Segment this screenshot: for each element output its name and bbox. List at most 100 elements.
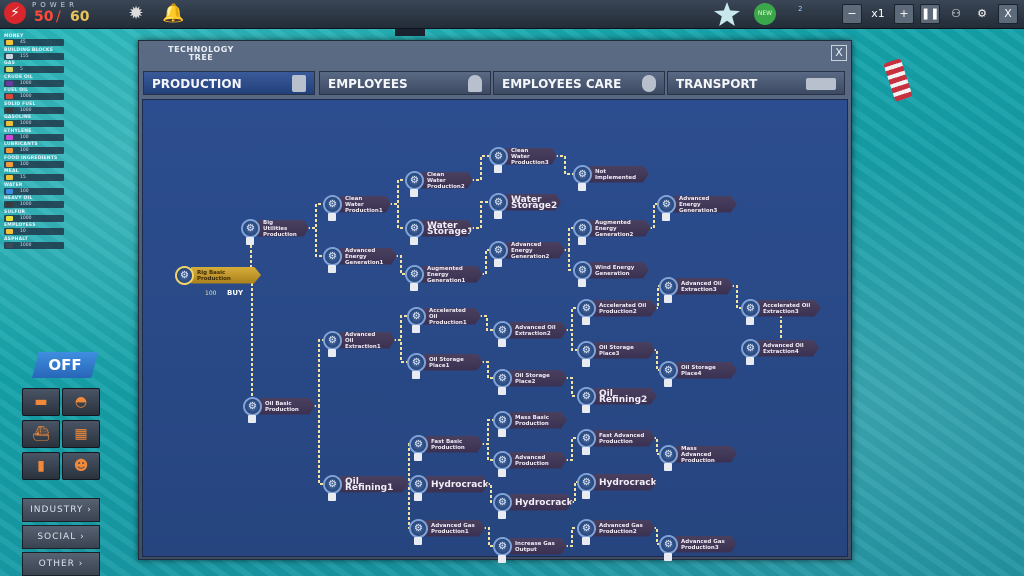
lock-icon: [498, 387, 506, 395]
lock-icon: [664, 463, 672, 471]
tech-node-adv-oil3[interactable]: ⚙Advanced Oil Extraction3: [659, 276, 733, 303]
tech-node-mass-basic[interactable]: ⚙Mass Basic Production: [493, 410, 567, 437]
tech-node-oil-refining1[interactable]: ⚙Oil Refining1: [323, 474, 409, 501]
buy-button[interactable]: BUY: [227, 289, 244, 297]
tab-production[interactable]: PRODUCTION: [143, 71, 315, 95]
lock-icon: [414, 493, 422, 501]
resource-bar: 1000: [4, 120, 64, 127]
tech-node-adv-prod[interactable]: ⚙Advanced Production: [493, 450, 567, 477]
tech-node-clean-water1[interactable]: ⚙Clean Water Production1: [323, 194, 391, 221]
lock-icon: [328, 349, 336, 357]
tech-link: [481, 249, 491, 275]
tech-node-clean-water2[interactable]: ⚙Clean Water Production2: [405, 170, 473, 197]
tech-node-adv-gas2[interactable]: ⚙Advanced Gas Production2: [577, 518, 655, 545]
tech-node-adv-energy1[interactable]: ⚙Advanced Energy Generation1: [323, 246, 397, 273]
tech-node-oil-basic[interactable]: ⚙Oil Basic Production: [243, 396, 315, 423]
tech-node-label: Oil Basic Production: [259, 397, 315, 415]
resource-bar: 1000: [4, 241, 64, 249]
window-close-button[interactable]: X: [831, 45, 847, 61]
tech-node-adv-gas1[interactable]: ⚙Advanced Gas Production1: [409, 518, 485, 545]
tech-gear-icon: ⚙: [323, 474, 342, 494]
tech-node-not-impl[interactable]: ⚙Not Implemented: [573, 164, 649, 191]
exit-button[interactable]: X: [998, 4, 1018, 24]
tech-node-wind-energy[interactable]: ⚙Wind Energy Generation: [573, 260, 649, 287]
tech-node-oil-storage2[interactable]: ⚙Oil Storage Place2: [493, 368, 567, 395]
tech-node-big-utilities[interactable]: ⚙Big Utilities Production: [241, 218, 309, 245]
tech-node-label: Advanced Energy Generation1: [339, 247, 397, 265]
tech-node-hydrocracking3[interactable]: ⚙Hydrocracking3: [577, 472, 657, 499]
tech-node-adv-oil1[interactable]: ⚙Advanced Oil Extraction1: [323, 330, 395, 357]
build-ship-button[interactable]: ⛴: [22, 420, 60, 448]
speed-decrease-button[interactable]: −: [842, 4, 862, 24]
tech-node-fast-adv[interactable]: ⚙Fast Advanced Production: [577, 428, 655, 455]
tech-link: [555, 155, 575, 175]
lock-icon: [578, 183, 586, 191]
tech-node-clean-water3[interactable]: ⚙Clean Water Production3: [489, 146, 557, 173]
lock-icon: [578, 279, 586, 287]
tech-link: [565, 377, 579, 397]
tech-gear-icon: ⚙: [493, 368, 512, 388]
tech-node-oil-storage3[interactable]: ⚙Oil Storage Place3: [577, 340, 655, 367]
tech-node-adv-oil2[interactable]: ⚙Advanced Oil Extraction2: [493, 320, 567, 347]
tech-node-oil-storage1[interactable]: ⚙Oil Storage Place1: [407, 352, 483, 379]
settings-icon[interactable]: ⚙: [977, 7, 987, 20]
lock-icon: [410, 283, 418, 291]
pause-button[interactable]: ❚❚: [920, 4, 940, 24]
notification-bell-icon[interactable]: 🔔: [162, 3, 185, 24]
tech-node-increase-gas[interactable]: ⚙Increase Gas Output: [493, 536, 567, 563]
tech-node-acc-oil2[interactable]: ⚙Accelerated Oil Production2: [577, 298, 657, 325]
tech-node-mass-adv[interactable]: ⚙Mass Advanced Production: [659, 444, 737, 471]
nav-other-button[interactable]: OTHER ›: [22, 552, 100, 576]
tech-node-adv-energy2[interactable]: ⚙Advanced Energy Generation2: [489, 240, 565, 267]
people-icon[interactable]: ⚇: [951, 7, 961, 20]
resource-value: 100: [20, 188, 29, 194]
tab-employees-care[interactable]: EMPLOYEES CARE: [493, 71, 665, 95]
tech-node-hydrocracking2[interactable]: ⚙Hydrocracking2: [493, 492, 573, 519]
tech-node-hydrocracking1[interactable]: ⚙Hydrocracking1: [409, 474, 489, 501]
tech-node-aug-energy2[interactable]: ⚙Augmented Energy Generation2: [573, 218, 651, 245]
tech-node-water-storage2[interactable]: ⚙Water Storage2: [489, 192, 561, 219]
speed-increase-button[interactable]: +: [894, 4, 914, 24]
tech-node-rig-basic-production[interactable]: ⚙ Rig Basic Production: [175, 265, 261, 285]
tab-label: EMPLOYEES: [328, 77, 408, 91]
tech-node-label: Advanced Gas Production3: [675, 535, 737, 553]
resource-value: 1000: [20, 215, 32, 221]
tech-node-oil-refining2[interactable]: ⚙Oil Refining2: [577, 386, 657, 413]
tech-gear-icon: ⚙: [409, 434, 428, 454]
tech-node-oil-storage4[interactable]: ⚙Oil Storage Place4: [659, 360, 737, 387]
tab-employees[interactable]: EMPLOYEES: [319, 71, 491, 95]
tech-node-label: Clean Water Production1: [339, 195, 391, 213]
tech-node-aug-energy1[interactable]: ⚙Augmented Energy Generation1: [405, 264, 483, 291]
toggle-off-button[interactable]: OFF: [32, 352, 98, 378]
resource-icon: [6, 148, 13, 153]
settings-gear-icon[interactable]: ✹: [128, 3, 144, 24]
tech-gear-icon: ⚙: [407, 352, 426, 372]
tech-link: [245, 274, 259, 407]
build-workers-button[interactable]: ☻: [62, 452, 100, 480]
tech-node-acc-oil3[interactable]: ⚙Accelerated Oil Extraction3: [741, 298, 821, 325]
tech-node-label: Big Utilities Production: [257, 219, 309, 237]
build-platform-button[interactable]: ▦: [62, 420, 100, 448]
tech-node-water-storage1[interactable]: ⚙Water Storage1: [405, 218, 473, 245]
tech-node-label: Advanced Oil Extraction1: [339, 331, 395, 349]
level-indicator: 2: [798, 5, 803, 13]
tab-label: EMPLOYEES CARE: [502, 77, 622, 91]
build-helmet-button[interactable]: ◓: [62, 388, 100, 416]
tech-node-adv-oil4[interactable]: ⚙Advanced Oil Extraction4: [741, 338, 819, 365]
nav-industry-button[interactable]: INDUSTRY ›: [22, 498, 100, 522]
tech-node-adv-energy3[interactable]: ⚙Advanced Energy Generation3: [657, 194, 737, 221]
tech-node-fast-basic[interactable]: ⚙Fast Basic Production: [409, 434, 483, 461]
resource-value: 1000: [20, 80, 32, 86]
resource-name: EMPLOYEES: [4, 223, 36, 228]
new-badge-icon[interactable]: NEW: [754, 3, 776, 25]
tab-transport[interactable]: TRANSPORT: [667, 71, 845, 95]
tech-node-acc-oil1[interactable]: ⚙Accelerated Oil Production1: [407, 306, 481, 333]
build-pipe-button[interactable]: ▬: [22, 388, 60, 416]
tech-node-adv-gas3[interactable]: ⚙Advanced Gas Production3: [659, 534, 737, 561]
nav-social-button[interactable]: SOCIAL ›: [22, 525, 100, 549]
build-tank-button[interactable]: ▮: [22, 452, 60, 480]
achievement-star-icon[interactable]: [714, 2, 740, 26]
